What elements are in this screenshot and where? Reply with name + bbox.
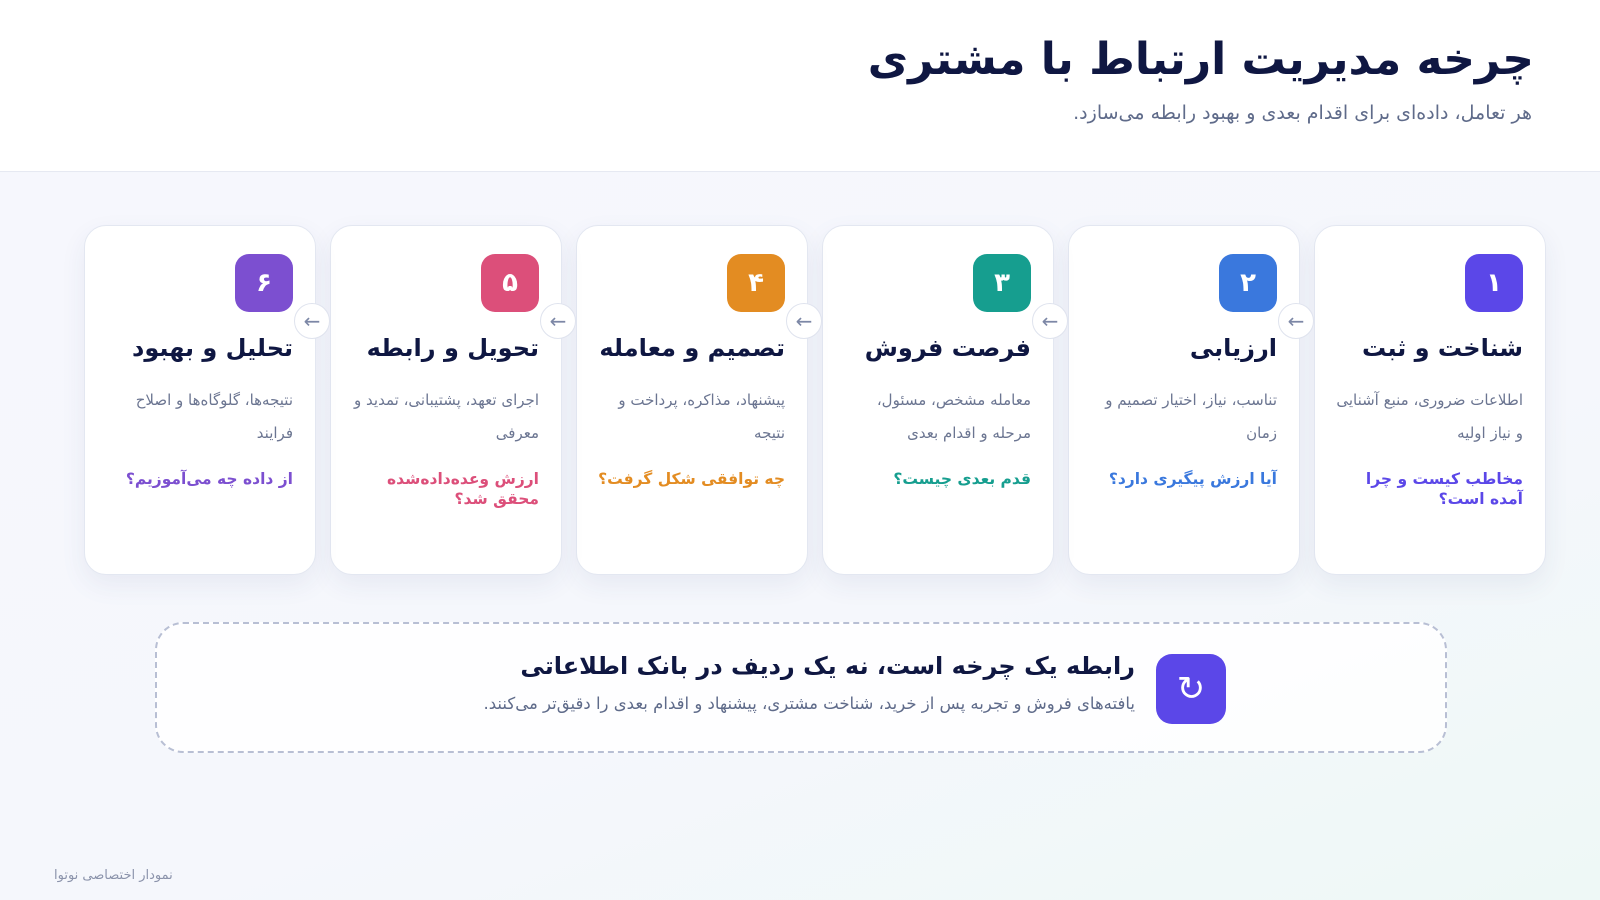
step-number-badge: ۴ (727, 254, 785, 312)
page-subtitle: هر تعامل، داده‌ای برای اقدام بعدی و بهبو… (1073, 102, 1532, 124)
step-description: نتیجه‌ها، گلوگاه‌ها و اصلاح فرایند (135, 391, 293, 442)
step-card-5: ۵ تحویل و رابطه اجرای تعهد، پشتیبانی، تم… (330, 225, 562, 575)
step-number-badge: ۲ (1219, 254, 1277, 312)
step-number-badge: ۶ (235, 254, 293, 312)
summary-box: ↻ رابطه یک چرخه است، نه یک ردیف در بانک … (155, 622, 1447, 753)
page-title: چرخه مدیریت ارتباط با مشتری (867, 34, 1534, 85)
flow-arrow-icon: ← (294, 303, 330, 339)
step-card-3: ۳ فرصت فروش معامله مشخص، مسئول، مرحله و … (822, 225, 1054, 575)
step-title: فرصت فروش (864, 334, 1031, 362)
summary-text: یافته‌های فروش و تجربه پس از خرید، شناخت… (483, 694, 1136, 713)
step-description: معامله مشخص، مسئول، مرحله و اقدام بعدی (876, 391, 1031, 442)
step-description: اطلاعات ضروری، منبع آشنایی و نیاز اولیه (1336, 391, 1523, 442)
flow-arrow-icon: ← (1278, 303, 1314, 339)
step-title: شناخت و ثبت (1362, 334, 1523, 362)
footer-credit: نمودار اختصاصی نوتوا (54, 868, 173, 883)
step-number-badge: ۱ (1465, 254, 1523, 312)
header: چرخه مدیریت ارتباط با مشتری هر تعامل، دا… (0, 0, 1600, 172)
step-title: تحویل و رابطه (366, 334, 539, 362)
step-question: از داده چه می‌آموزیم؟ (125, 470, 293, 488)
step-title: ارزیابی (1189, 334, 1277, 362)
flow-arrow-icon: ← (540, 303, 576, 339)
step-card-2: ۲ ارزیابی تناسب، نیاز، اختیار تصمیم و زم… (1068, 225, 1300, 575)
step-card-1: ۱ شناخت و ثبت اطلاعات ضروری، منبع آشنایی… (1314, 225, 1546, 575)
step-question: قدم بعدی چیست؟ (893, 470, 1031, 488)
step-number-badge: ۳ (973, 254, 1031, 312)
step-card-4: ۴ تصمیم و معامله پیشنهاد، مذاکره، پرداخت… (576, 225, 808, 575)
step-description: اجرای تعهد، پشتیبانی، تمدید و معرفی (354, 391, 539, 442)
step-title: تصمیم و معامله (599, 334, 785, 362)
summary-title: رابطه یک چرخه است، نه یک ردیف در بانک اط… (520, 652, 1135, 680)
step-question: مخاطب کیست و چرا آمده است؟ (1365, 470, 1523, 508)
step-number-badge: ۵ (481, 254, 539, 312)
step-question: ارزش وعده‌داده‌شده محقق شد؟ (387, 470, 539, 508)
step-description: پیشنهاد، مذاکره، پرداخت و نتیجه (618, 391, 785, 442)
cycle-icon: ↻ (1156, 654, 1226, 724)
step-question: آیا ارزش پیگیری دارد؟ (1108, 470, 1277, 488)
step-description: تناسب، نیاز، اختیار تصمیم و زمان (1105, 391, 1277, 442)
step-question: چه توافقی شکل گرفت؟ (598, 470, 785, 488)
step-title: تحلیل و بهبود (132, 334, 293, 362)
flow-arrow-icon: ← (1032, 303, 1068, 339)
step-card-6: ۶ تحلیل و بهبود نتیجه‌ها، گلوگاه‌ها و اص… (84, 225, 316, 575)
flow-arrow-icon: ← (786, 303, 822, 339)
